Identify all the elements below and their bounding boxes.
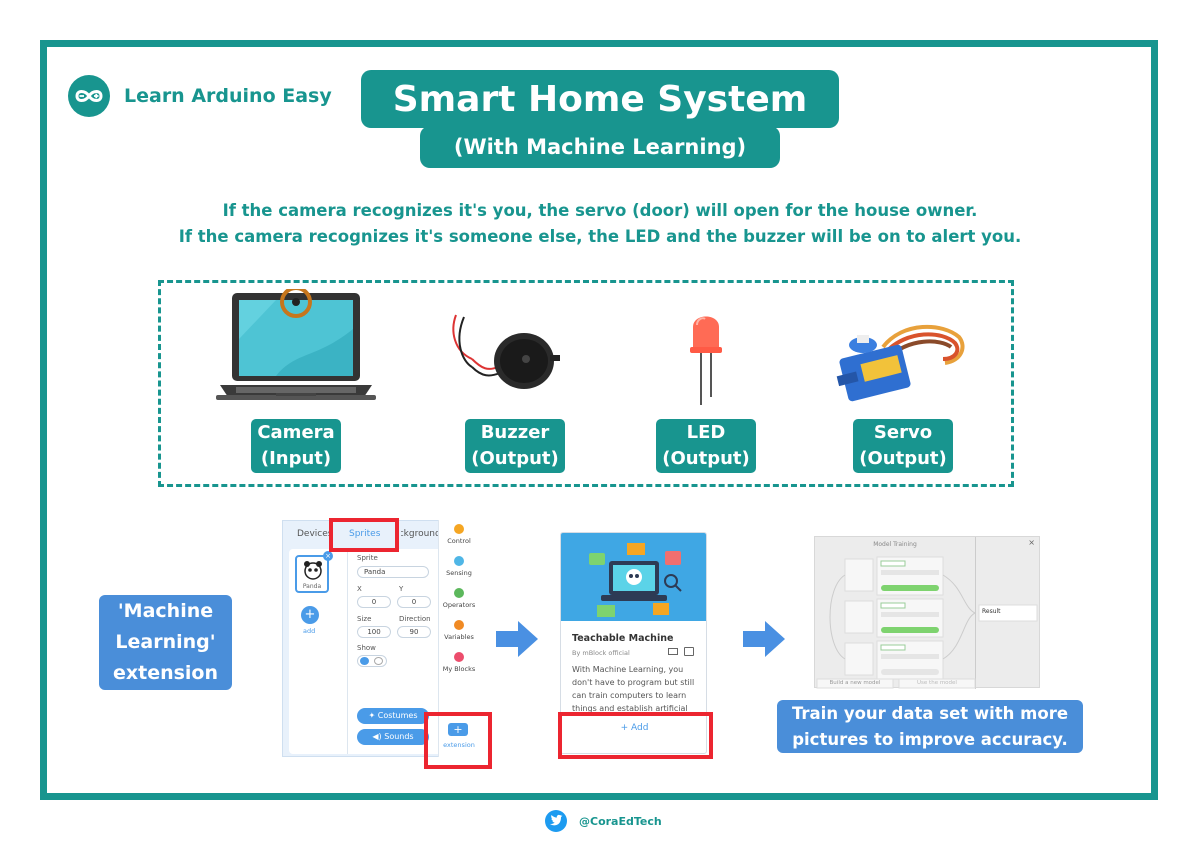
close-icon[interactable]: ×	[1028, 538, 1035, 547]
train-note: Train your data set with more pictures t…	[777, 700, 1083, 753]
subtitle-banner: (With Machine Learning)	[420, 126, 780, 168]
footer: @CoraEdTech	[545, 810, 662, 832]
size-input[interactable]: 100	[357, 626, 391, 638]
size-field-label: Size	[357, 615, 372, 623]
card-author: By mBlock official	[572, 649, 630, 657]
description-line: If the camera recognizes it's someone el…	[178, 227, 1022, 246]
add-sprite-icon[interactable]: +	[301, 606, 319, 624]
brand: Learn Arduino Easy	[68, 75, 332, 117]
servo-icon	[836, 324, 965, 402]
led-icon	[690, 316, 722, 405]
y-input[interactable]: 0	[397, 596, 431, 608]
browser-icon	[684, 647, 694, 656]
category-sensing[interactable]: Sensing	[439, 556, 479, 577]
add-sprite-label[interactable]: add	[303, 627, 316, 635]
block-categories: Control Sensing Operators Variables My B…	[438, 520, 476, 757]
eye-off-icon	[374, 657, 383, 665]
title-banner: Smart Home System	[361, 70, 839, 128]
component-buzzer: Buzzer (Output)	[446, 283, 566, 483]
desktop-icon	[668, 648, 678, 655]
arrow-right-icon	[743, 621, 785, 657]
training-diagram	[816, 537, 1038, 689]
x-input[interactable]: 0	[357, 596, 391, 608]
card-illustration	[561, 533, 706, 621]
page-subtitle: (With Machine Learning)	[453, 135, 747, 159]
y-field-label: Y	[399, 585, 404, 593]
card-description: With Machine Learning, you don't have to…	[572, 665, 695, 713]
sounds-button[interactable]: ◀) Sounds	[357, 729, 429, 745]
highlight-sprites-tab	[329, 518, 399, 552]
sprite-thumbnail[interactable]: Panda ×	[295, 551, 333, 593]
use-model-button[interactable]: Use the model	[917, 680, 957, 686]
description: If the camera recognizes it's you, the s…	[100, 198, 1100, 250]
laptop-camera-icon	[216, 289, 376, 400]
training-title: Model Training	[873, 541, 917, 548]
led-label: LED (Output)	[656, 419, 756, 473]
speaker-icon: ◀)	[372, 732, 385, 741]
category-my-blocks[interactable]: My Blocks	[439, 652, 479, 673]
tab-background[interactable]: Background	[401, 529, 441, 539]
ml-extension-label: 'Machine Learning' extension	[99, 595, 232, 690]
arduino-logo-icon	[68, 75, 110, 117]
result-label: Result	[982, 608, 1001, 615]
panda-icon	[304, 561, 322, 580]
sprite-field-label: Sprite	[357, 554, 378, 562]
visibility-toggle[interactable]	[357, 655, 387, 667]
panel-divider	[347, 549, 348, 754]
twitter-handle[interactable]: @CoraEdTech	[579, 814, 662, 828]
show-field-label: Show	[357, 644, 376, 652]
component-led: LED (Output)	[651, 283, 761, 483]
close-icon[interactable]: ×	[323, 551, 333, 561]
tab-sprites[interactable]: Sprites	[349, 529, 381, 539]
model-training-window: Model Training × Result Build a new mode…	[814, 536, 1040, 689]
component-camera: Camera (Input)	[216, 283, 376, 483]
component-servo: Servo (Output)	[833, 283, 973, 483]
direction-field-label: Direction	[399, 615, 431, 623]
eye-icon	[360, 657, 369, 665]
sprite-thumb-name: Panda	[302, 583, 322, 590]
direction-input[interactable]: 90	[397, 626, 431, 638]
build-model-button[interactable]: Build a new model	[829, 680, 881, 686]
add-extension-button[interactable]: + Add	[620, 723, 649, 733]
buzzer-icon	[452, 314, 560, 389]
description-line: If the camera recognizes it's you, the s…	[222, 201, 978, 220]
category-control[interactable]: Control	[439, 524, 479, 545]
components-panel: Camera (Input) Buzzer (Output)	[158, 280, 1014, 487]
highlight-extension-button	[424, 712, 492, 769]
tab-devices[interactable]: Devices	[297, 529, 333, 539]
category-variables[interactable]: Variables	[439, 620, 479, 641]
card-title: Teachable Machine	[572, 633, 674, 644]
brand-name: Learn Arduino Easy	[124, 85, 332, 107]
sprite-name-input[interactable]: Panda	[357, 566, 429, 578]
servo-label: Servo (Output)	[853, 419, 953, 473]
costumes-button[interactable]: ✦ Costumes	[357, 708, 429, 724]
twitter-icon[interactable]	[545, 810, 567, 832]
arrow-right-icon	[496, 621, 538, 657]
ai-illustration-icon	[589, 543, 682, 617]
extension-add-icon[interactable]: +	[448, 723, 468, 736]
page-title: Smart Home System	[392, 78, 808, 120]
teachable-machine-card: Teachable Machine By mBlock official Wit…	[560, 532, 707, 754]
buzzer-label: Buzzer (Output)	[465, 419, 565, 473]
extension-button-label[interactable]: extension	[443, 741, 475, 749]
camera-label: Camera (Input)	[251, 419, 341, 473]
category-operators[interactable]: Operators	[439, 588, 479, 609]
costumes-icon: ✦	[368, 711, 378, 720]
highlight-add-button	[558, 712, 713, 759]
x-field-label: X	[357, 585, 362, 593]
